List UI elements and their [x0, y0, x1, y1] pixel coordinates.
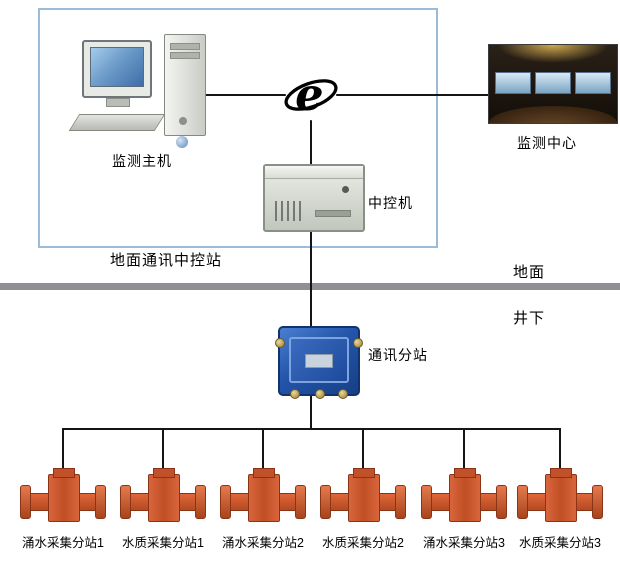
- central-control-label: 中控机: [368, 195, 413, 211]
- device-label: 水质采集分站1: [122, 536, 204, 550]
- connector-line-server-to-substation: [310, 228, 312, 328]
- pc-screen: [90, 47, 144, 87]
- flow-sensor-icon: [120, 466, 206, 528]
- comm-substation-box: [275, 326, 363, 399]
- screen-panel: [575, 72, 611, 94]
- drop-line-5: [463, 428, 465, 468]
- server-power-button-icon: [342, 186, 349, 193]
- monitor-center-photo: [488, 44, 618, 124]
- underground-zone-label: 井下: [513, 310, 546, 327]
- flow-sensor-icon: [20, 466, 106, 528]
- connector-line-ie-to-server: [310, 95, 312, 165]
- device-label: 水质采集分站3: [519, 536, 601, 550]
- drop-line-4: [362, 428, 364, 468]
- pc-monitor-stand: [106, 98, 130, 107]
- monitor-center-label: 监测中心: [517, 135, 577, 151]
- svg-text:e: e: [295, 68, 324, 121]
- substation-nameplate: [305, 354, 333, 368]
- power-button-icon: [179, 117, 187, 125]
- cable-gland-icon: [315, 389, 325, 399]
- mouse-icon: [176, 136, 188, 148]
- console-desk: [489, 106, 617, 123]
- cable-gland-icon: [275, 338, 285, 348]
- surface-zone-label: 地面: [513, 264, 546, 281]
- device-node-3: 涌水采集分站2: [220, 466, 306, 565]
- screen-panel: [535, 72, 571, 94]
- flow-sensor-icon: [421, 466, 507, 528]
- comm-substation-label: 通讯分站: [368, 347, 428, 363]
- ground-station-label: 地面通讯中控站: [110, 252, 223, 269]
- connector-line-substation-to-bus: [310, 392, 312, 430]
- ground-station-box: [38, 8, 438, 248]
- flow-sensor-icon: [517, 466, 603, 528]
- drop-line-6: [559, 428, 561, 468]
- device-node-1: 涌水采集分站1: [20, 466, 106, 565]
- server-lid: [265, 166, 363, 179]
- device-label: 涌水采集分站3: [423, 536, 505, 550]
- pc-monitor: [82, 40, 152, 98]
- connector-line-top: [205, 94, 489, 96]
- ie-browser-icon: e: [283, 67, 339, 123]
- drive-bay: [170, 43, 200, 50]
- wall-screens: [495, 72, 611, 94]
- cable-gland-icon: [290, 389, 300, 399]
- device-label: 水质采集分站2: [322, 536, 404, 550]
- device-node-6: 水质采集分站3: [517, 466, 603, 565]
- pc-tower: [164, 34, 206, 136]
- device-node-5: 涌水采集分站3: [421, 466, 507, 565]
- monitor-host-label: 监测主机: [112, 153, 172, 169]
- drop-line-2: [162, 428, 164, 468]
- drop-line-1: [62, 428, 64, 468]
- monitor-host-computer: [68, 34, 208, 150]
- central-control-machine: [263, 164, 365, 232]
- pc-keyboard: [68, 114, 166, 131]
- server-vent: [275, 201, 305, 221]
- server-slot: [315, 210, 351, 217]
- flow-sensor-icon: [220, 466, 306, 528]
- ceiling-light: [497, 45, 609, 63]
- device-node-2: 水质采集分站1: [120, 466, 206, 565]
- bus-line: [62, 428, 561, 430]
- device-label: 涌水采集分站1: [22, 536, 104, 550]
- drop-line-3: [262, 428, 264, 468]
- device-label: 涌水采集分站2: [222, 536, 304, 550]
- screen-panel: [495, 72, 531, 94]
- flow-sensor-icon: [320, 466, 406, 528]
- drive-bay: [170, 52, 200, 59]
- cable-gland-icon: [338, 389, 348, 399]
- cable-gland-icon: [353, 338, 363, 348]
- device-node-4: 水质采集分站2: [320, 466, 406, 565]
